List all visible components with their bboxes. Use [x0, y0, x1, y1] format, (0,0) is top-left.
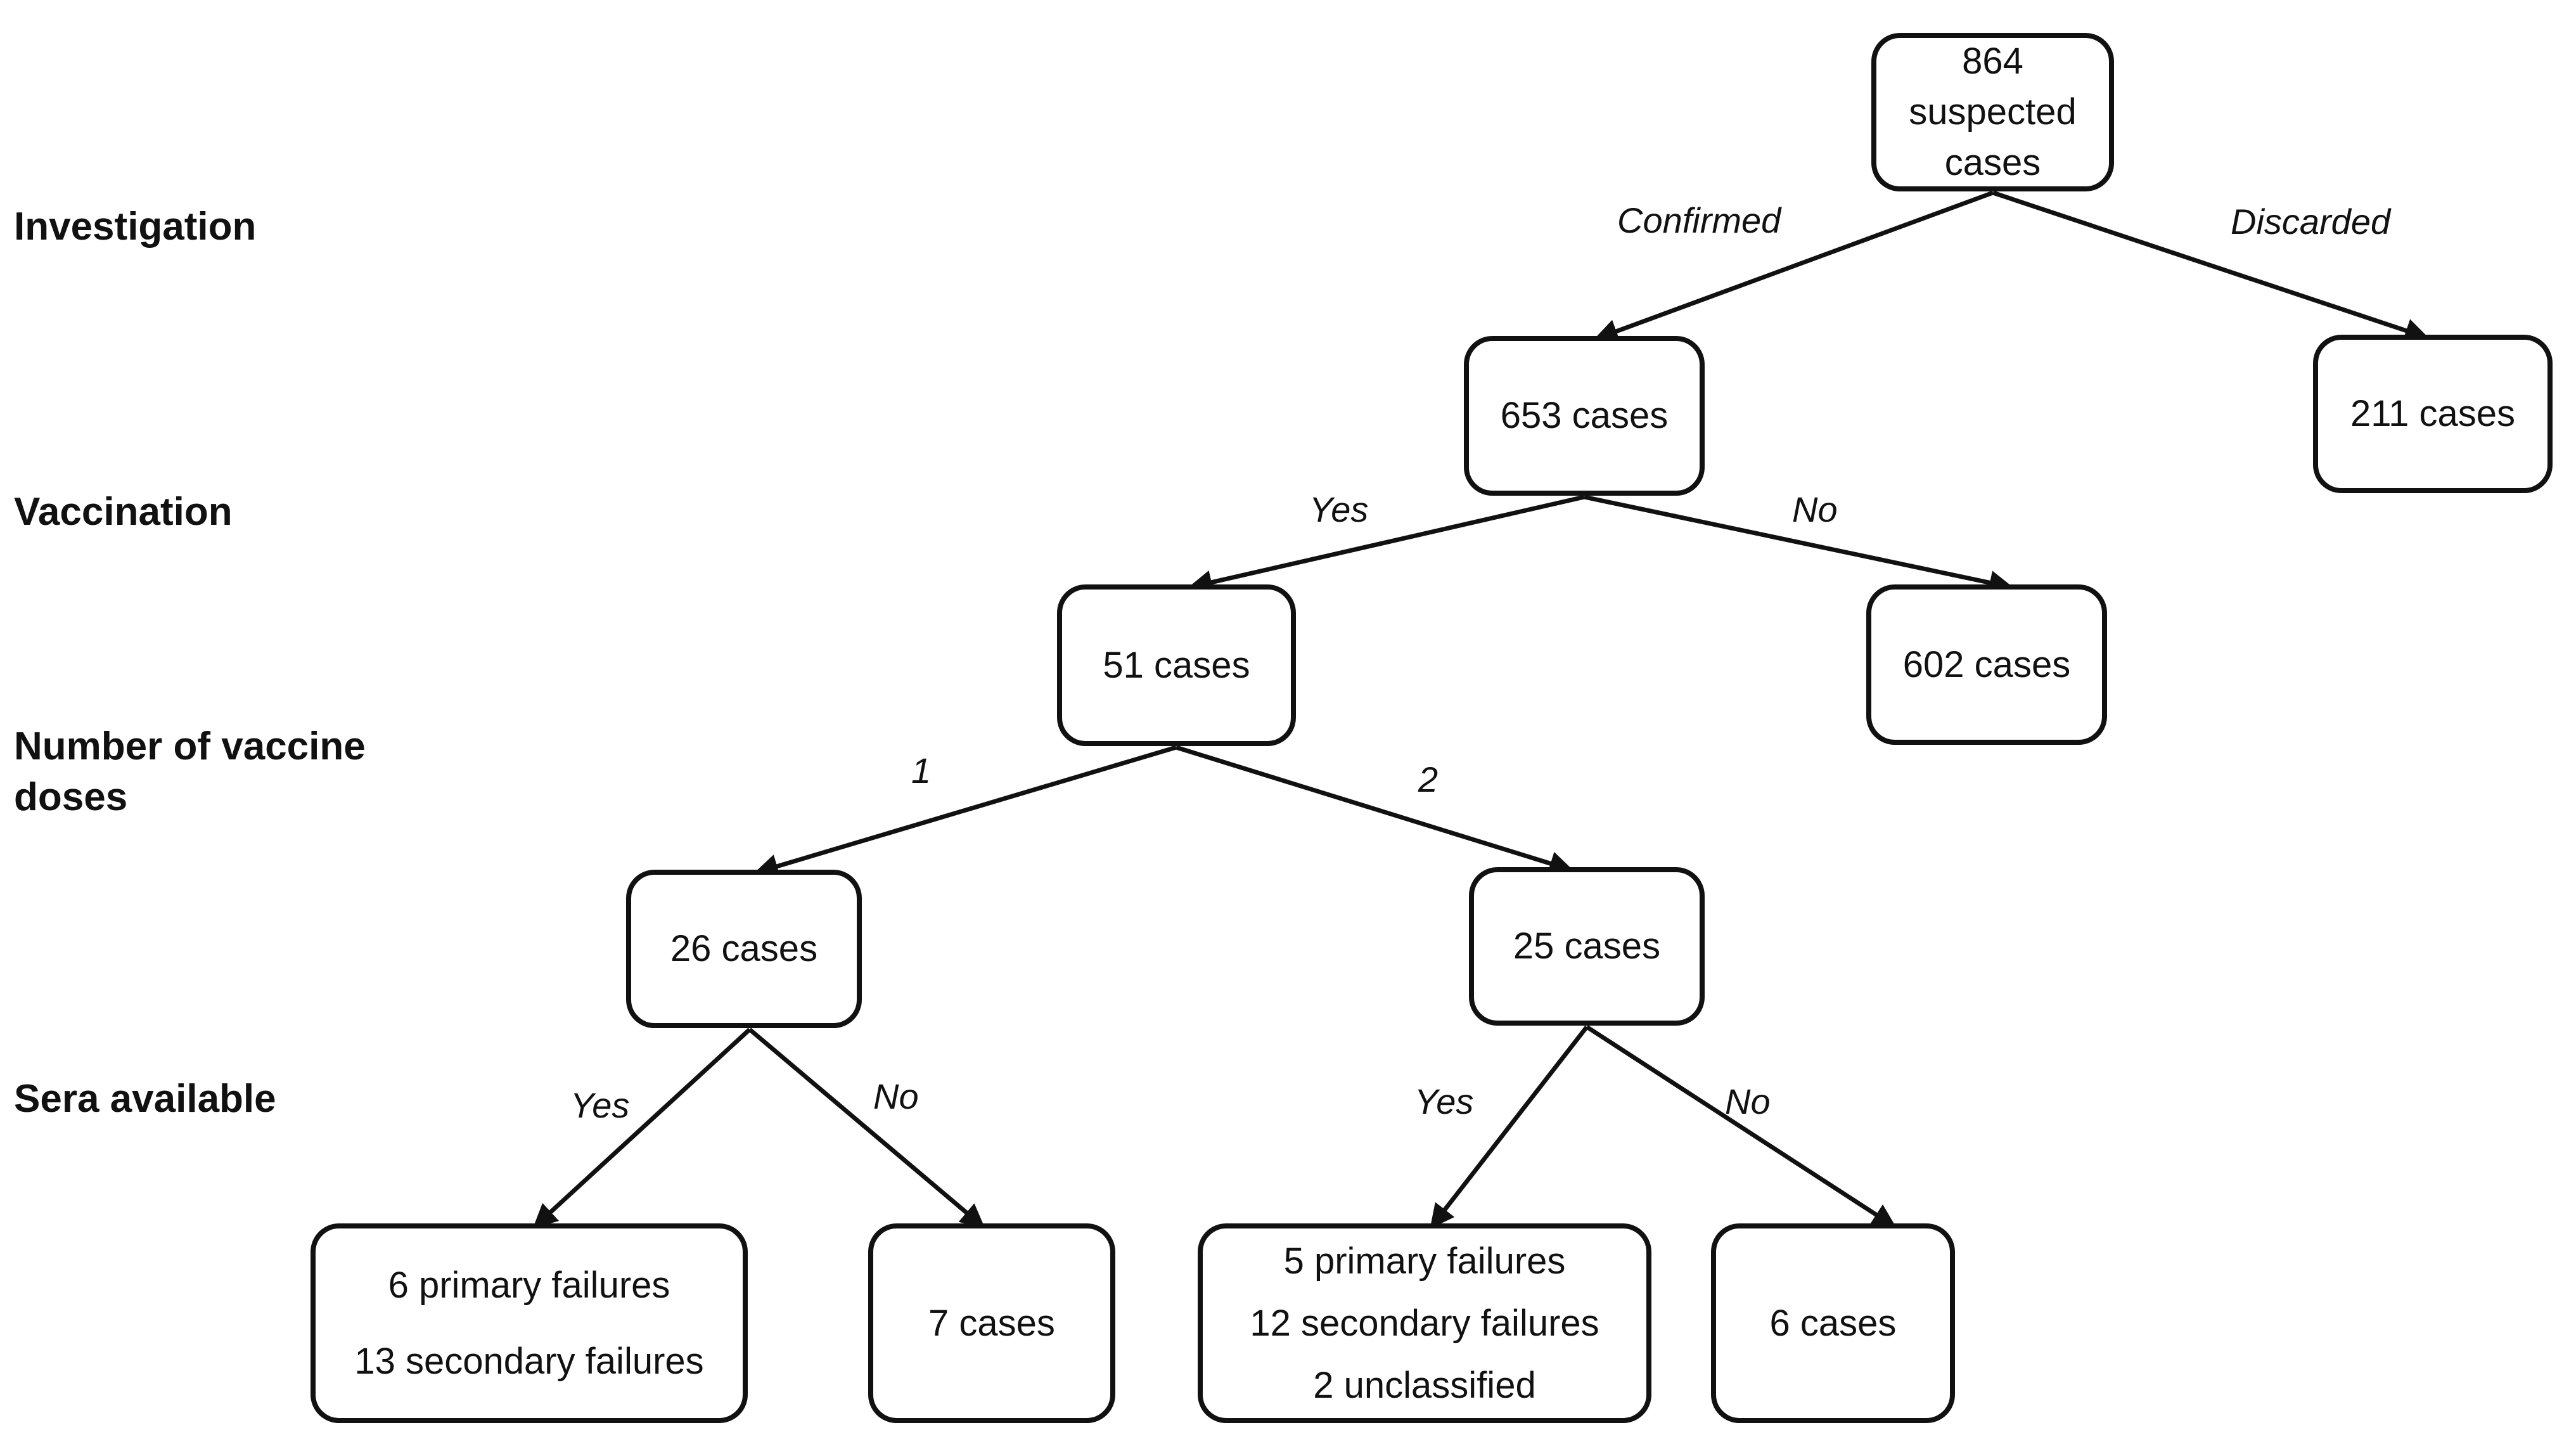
node-suspected-cases: 864 suspected cases	[1871, 33, 2114, 191]
edge-label-sera-right-no: No	[1725, 1081, 1771, 1121]
edge-confirmed-vaccinated	[1188, 494, 1585, 595]
node-text: 25 cases	[1513, 925, 1661, 967]
node-text: 864	[1962, 41, 2023, 82]
edge-label-discarded: Discarded	[2231, 202, 2391, 242]
stage-label-doses-line2: doses	[14, 775, 128, 819]
edge-vaccinated-twodoses	[1175, 745, 1574, 875]
node-two-doses-sera-yes: 5 primary failures 12 secondary failures…	[1198, 1223, 1651, 1423]
edge-label-confirmed: Confirmed	[1617, 200, 1781, 240]
edge-onedose-serayes	[532, 1028, 752, 1228]
node-text: 653 cases	[1500, 395, 1669, 436]
node-text: 13 secondary failures	[354, 1340, 704, 1382]
node-one-dose-cases: 26 cases	[626, 870, 862, 1028]
edge-twodoses-serayes	[1430, 1025, 1589, 1229]
node-vaccinated-cases: 51 cases	[1057, 584, 1296, 746]
node-text: 5 primary failures	[1283, 1240, 1566, 1282]
node-one-dose-sera-yes: 6 primary failures 13 secondary failures	[311, 1223, 748, 1423]
node-two-doses-sera-no: 6 cases	[1711, 1223, 1955, 1423]
node-text: cases	[1944, 142, 2041, 183]
stage-label-doses: Number of vaccine doses	[14, 721, 534, 823]
node-discarded-cases: 211 cases	[2313, 335, 2553, 493]
node-text: 12 secondary failures	[1250, 1302, 1599, 1344]
node-confirmed-cases: 653 cases	[1464, 336, 1705, 496]
edge-onedose-serano	[748, 1028, 985, 1228]
stage-label-investigation: Investigation	[14, 205, 257, 248]
stage-label-doses-line1: Number of vaccine	[14, 725, 366, 768]
node-not-vaccinated-cases: 602 cases	[1866, 584, 2107, 745]
node-text: 26 cases	[670, 928, 818, 969]
edge-root-discarded	[1992, 190, 2430, 342]
node-text: 51 cases	[1103, 644, 1250, 686]
node-one-dose-sera-no: 7 cases	[868, 1223, 1115, 1423]
stage-label-vaccination: Vaccination	[14, 490, 233, 534]
node-text: 6 primary failures	[388, 1264, 670, 1306]
edge-label-dose-1: 1	[911, 751, 932, 790]
edge-vaccinated-onedose	[753, 745, 1177, 879]
edge-root-confirmed	[1593, 190, 1994, 343]
node-text: 7 cases	[928, 1302, 1055, 1344]
node-two-doses-cases: 25 cases	[1469, 867, 1705, 1026]
node-text: suspected	[1909, 91, 2077, 132]
edge-label-dose-2: 2	[1418, 759, 1439, 799]
edge-confirmed-notvaccinated	[1584, 494, 2014, 595]
stage-label-sera: Sera available	[14, 1077, 276, 1121]
edge-twodoses-serano	[1586, 1025, 1897, 1228]
edge-label-vaccination-no: No	[1792, 489, 1838, 529]
edge-label-vaccination-yes: Yes	[1309, 489, 1369, 529]
edge-label-sera-left-no: No	[873, 1076, 919, 1116]
node-text: 602 cases	[1902, 643, 2071, 685]
node-text: 2 unclassified	[1313, 1364, 1536, 1406]
edge-label-sera-left-yes: Yes	[570, 1085, 630, 1125]
edge-label-sera-right-yes: Yes	[1414, 1081, 1474, 1121]
node-text: 211 cases	[2350, 393, 2516, 434]
node-text: 6 cases	[1769, 1302, 1897, 1344]
